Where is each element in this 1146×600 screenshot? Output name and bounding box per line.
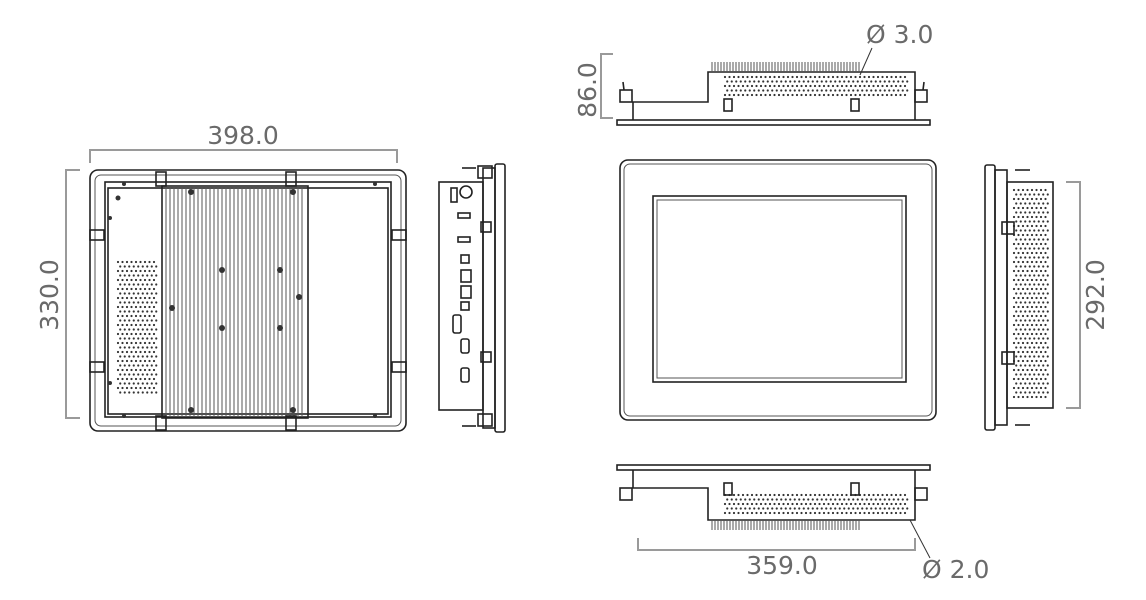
heatsink-fins	[711, 520, 860, 530]
vent-grid	[723, 493, 909, 515]
power-button-icon	[459, 185, 473, 199]
height-label: 330.0	[35, 259, 64, 331]
depth-dimension: 86.0	[573, 53, 613, 119]
heatsink	[161, 185, 309, 419]
hole-label-top: Ø 3.0	[866, 20, 933, 49]
io-side-view	[438, 163, 506, 433]
display-height-dimension: 292.0	[1066, 181, 1110, 409]
width-label: 398.0	[207, 121, 279, 150]
com-port-icon	[460, 338, 470, 354]
vent-grid	[723, 75, 909, 97]
heatsink-fins	[711, 62, 860, 72]
hole-label-bottom: Ø 2.0	[922, 555, 989, 584]
lan-port-icon	[460, 301, 470, 311]
right-side-view	[984, 164, 1054, 431]
width-dimension: 398.0	[89, 121, 398, 163]
display-height-label: 292.0	[1081, 259, 1110, 331]
depth-label: 86.0	[573, 62, 602, 118]
display-screen	[652, 195, 907, 383]
vent-grid	[1012, 188, 1049, 399]
usb-port-icon	[460, 269, 472, 283]
back-view	[89, 169, 407, 432]
display-width-label: 359.0	[746, 551, 818, 580]
bottom-view	[616, 464, 931, 530]
front-view	[619, 159, 937, 421]
vent-grid	[116, 260, 158, 394]
com-port-icon	[460, 367, 470, 383]
lan-port-icon	[460, 254, 470, 264]
height-dimension: 330.0	[35, 169, 80, 419]
display-width-dimension: 359.0	[637, 538, 916, 580]
hole-callout-top: Ø 3.0	[859, 20, 933, 76]
usb-port-icon	[460, 285, 472, 299]
vga-port-icon	[452, 314, 462, 334]
top-view	[616, 62, 931, 126]
hole-callout-bottom: Ø 2.0	[909, 519, 989, 584]
